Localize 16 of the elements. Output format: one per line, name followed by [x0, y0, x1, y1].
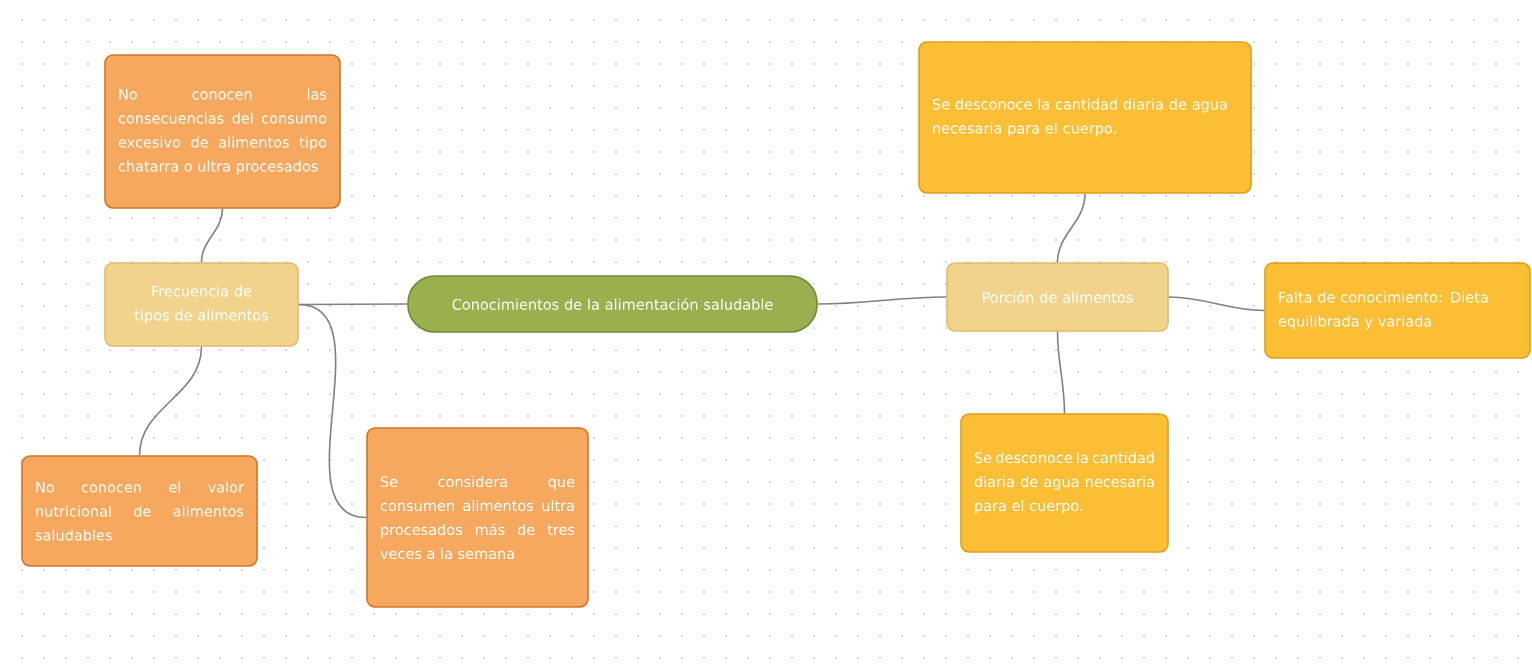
- note-box: Se desconoce la cantidad diaria de agua necesaria para el cuerpo.: [918, 41, 1252, 194]
- connector: [1056, 193, 1086, 263]
- note-box: No conocen el valor nutricional de alimentos saludables: [21, 455, 258, 567]
- note-box: Se considera que consumen alimentos ultra procesados más de tres veces a la semana: [366, 427, 589, 608]
- note-box: No conocen las consecuencias del consumo excesivo de alimentos tipo chatarra o ultra procesados: [104, 54, 341, 209]
- subtopic-box: Frecuencia de tipos de alimentos: [104, 262, 299, 347]
- connector: [138, 346, 203, 456]
- connector: [1168, 296, 1265, 312]
- topic-pill: Conocimientos de la alimentación saludable: [407, 275, 818, 333]
- subtopic-box: Porción de alimentos: [946, 262, 1169, 332]
- connector: [298, 303, 367, 519]
- connector: [1056, 331, 1066, 414]
- note-box: Falta de conocimiento: Dieta equilibrada y variada: [1264, 262, 1531, 359]
- connector: [200, 208, 224, 263]
- connector: [817, 296, 947, 305]
- note-box: Se desconoce la cantidad diaria de agua necesaria para el cuerpo.: [960, 413, 1169, 553]
